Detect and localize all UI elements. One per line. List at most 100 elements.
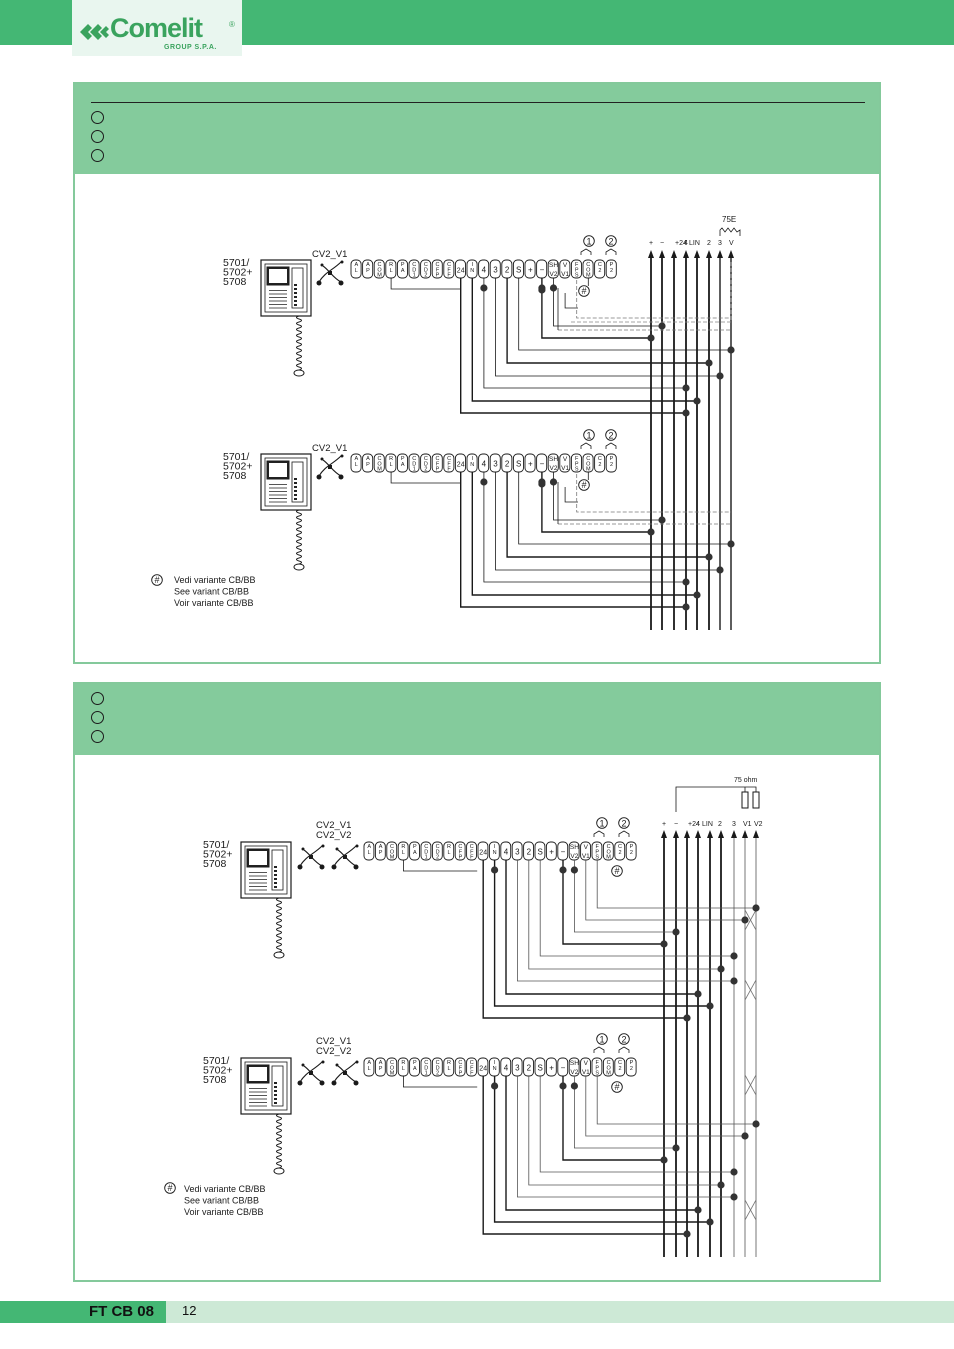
terminal	[614, 1057, 626, 1077]
drop-wire	[483, 278, 686, 389]
cable-label: CV2_V1	[312, 443, 347, 454]
terminal-label: C	[598, 262, 602, 268]
terminal-label: P	[379, 1066, 383, 1072]
bus-label: 2	[707, 240, 711, 247]
terminal-label: O	[606, 849, 611, 855]
terminal-label: M	[606, 1071, 611, 1077]
terminal-junction-dot	[559, 866, 567, 874]
drop-wire	[495, 278, 720, 377]
terminal	[454, 841, 466, 861]
drop-wire	[517, 1076, 734, 1198]
variant-hash-symbol: #	[581, 286, 586, 296]
terminal-label: S	[575, 467, 579, 473]
terminal	[443, 259, 455, 279]
monitor-grille	[269, 290, 287, 291]
drop-wire	[460, 278, 686, 414]
monitor-button	[274, 1094, 277, 1096]
terminal-label: 2	[618, 850, 621, 856]
variant-hash-marker	[611, 1081, 623, 1093]
monitor-grille	[249, 1098, 267, 1100]
monitor-grille	[249, 1095, 267, 1096]
monitor-frame	[264, 457, 308, 507]
bus-arrow-head	[673, 830, 679, 838]
monitor-cord-end	[273, 951, 285, 959]
circled-number	[605, 429, 617, 441]
cable-plug	[353, 1080, 359, 1086]
cable-label: CV2_V1	[316, 820, 351, 831]
terminal-label: F	[470, 1071, 474, 1077]
drop-wire	[493, 1076, 710, 1223]
terminal-label: O	[377, 461, 382, 467]
terminal-junction-dot	[480, 478, 488, 486]
video-wire	[564, 487, 578, 503]
bus-junction-dot	[693, 591, 701, 599]
bus-junction-dot	[693, 397, 701, 405]
terminal-label: F	[470, 1065, 474, 1071]
monitor-cord-end	[293, 563, 305, 571]
circled-number	[618, 1033, 630, 1045]
drop-wire	[517, 860, 734, 982]
variant-note-line: Voir variante CB/BB	[184, 1207, 264, 1217]
terminal-label: C	[424, 262, 428, 268]
terminal	[605, 453, 617, 473]
circled-number-label: 1	[586, 431, 591, 441]
terminal-label: O	[586, 267, 591, 273]
variant-hash-symbol: #	[154, 575, 159, 585]
bus-junction-dot	[658, 322, 666, 330]
terminal-label: SH	[570, 1060, 579, 1067]
terminal-label: A	[367, 1060, 371, 1066]
logo-subtitle: GROUP S.P.A.	[164, 44, 217, 51]
terminal-label: A	[366, 456, 370, 462]
drop-wire	[539, 1076, 734, 1173]
terminal-label: F	[459, 1065, 463, 1071]
terminal-label: L	[447, 1066, 450, 1072]
twisted-pair-cross	[744, 909, 757, 931]
monitor-grille	[249, 1088, 267, 1089]
terminal-label: 2	[598, 268, 601, 274]
monitor-icon	[240, 841, 292, 959]
terminal-label: 3	[515, 1064, 520, 1073]
bus-arrow-head	[661, 830, 667, 838]
lang-marker-2	[91, 711, 104, 724]
terminal-label: M	[390, 1071, 395, 1077]
terminal-label: V	[584, 844, 589, 851]
terminal-label: V1	[582, 853, 590, 860]
cable-plug	[331, 864, 337, 870]
drop-wire	[553, 472, 662, 521]
terminal-label: F	[436, 461, 440, 467]
drop-wire	[562, 860, 664, 945]
drop-wire	[596, 860, 756, 909]
terminal-label: 2	[505, 266, 510, 275]
switch-icon	[580, 442, 592, 449]
terminal-label: A	[354, 262, 358, 268]
terminal-label: C	[412, 456, 416, 462]
cable-connector-icon	[316, 260, 344, 286]
terminal-label: R	[389, 262, 393, 268]
terminal-label: P	[575, 461, 579, 467]
monitor-frame	[244, 845, 288, 895]
drop-wire	[574, 860, 676, 933]
drop-wire	[574, 1076, 676, 1149]
terminal-label: F	[470, 855, 474, 861]
drop-wire	[493, 860, 710, 1007]
terminal-label: N	[493, 850, 497, 856]
bus-arrow-head	[707, 830, 713, 838]
drop-wire	[506, 472, 709, 558]
circled-number-label: 2	[621, 1035, 626, 1045]
monitor-grille	[249, 1091, 267, 1093]
terminal	[386, 841, 398, 861]
bus-junction-dot	[694, 1206, 702, 1214]
variant-hash-symbol: #	[581, 480, 586, 490]
monitor-grille	[249, 875, 267, 877]
terminal-label: A	[413, 1066, 417, 1072]
terminal-label: O	[586, 461, 591, 467]
monitor-grille	[269, 307, 287, 309]
terminal-label: F	[447, 467, 451, 473]
monitor-button	[294, 482, 297, 484]
monitor-model-label: 5708	[203, 1074, 227, 1086]
terminal-label: 2	[630, 850, 633, 856]
cable-label: CV2_V2	[316, 830, 351, 841]
circled-number	[583, 235, 595, 247]
monitor-grille	[269, 487, 287, 489]
terminal	[420, 1057, 432, 1077]
